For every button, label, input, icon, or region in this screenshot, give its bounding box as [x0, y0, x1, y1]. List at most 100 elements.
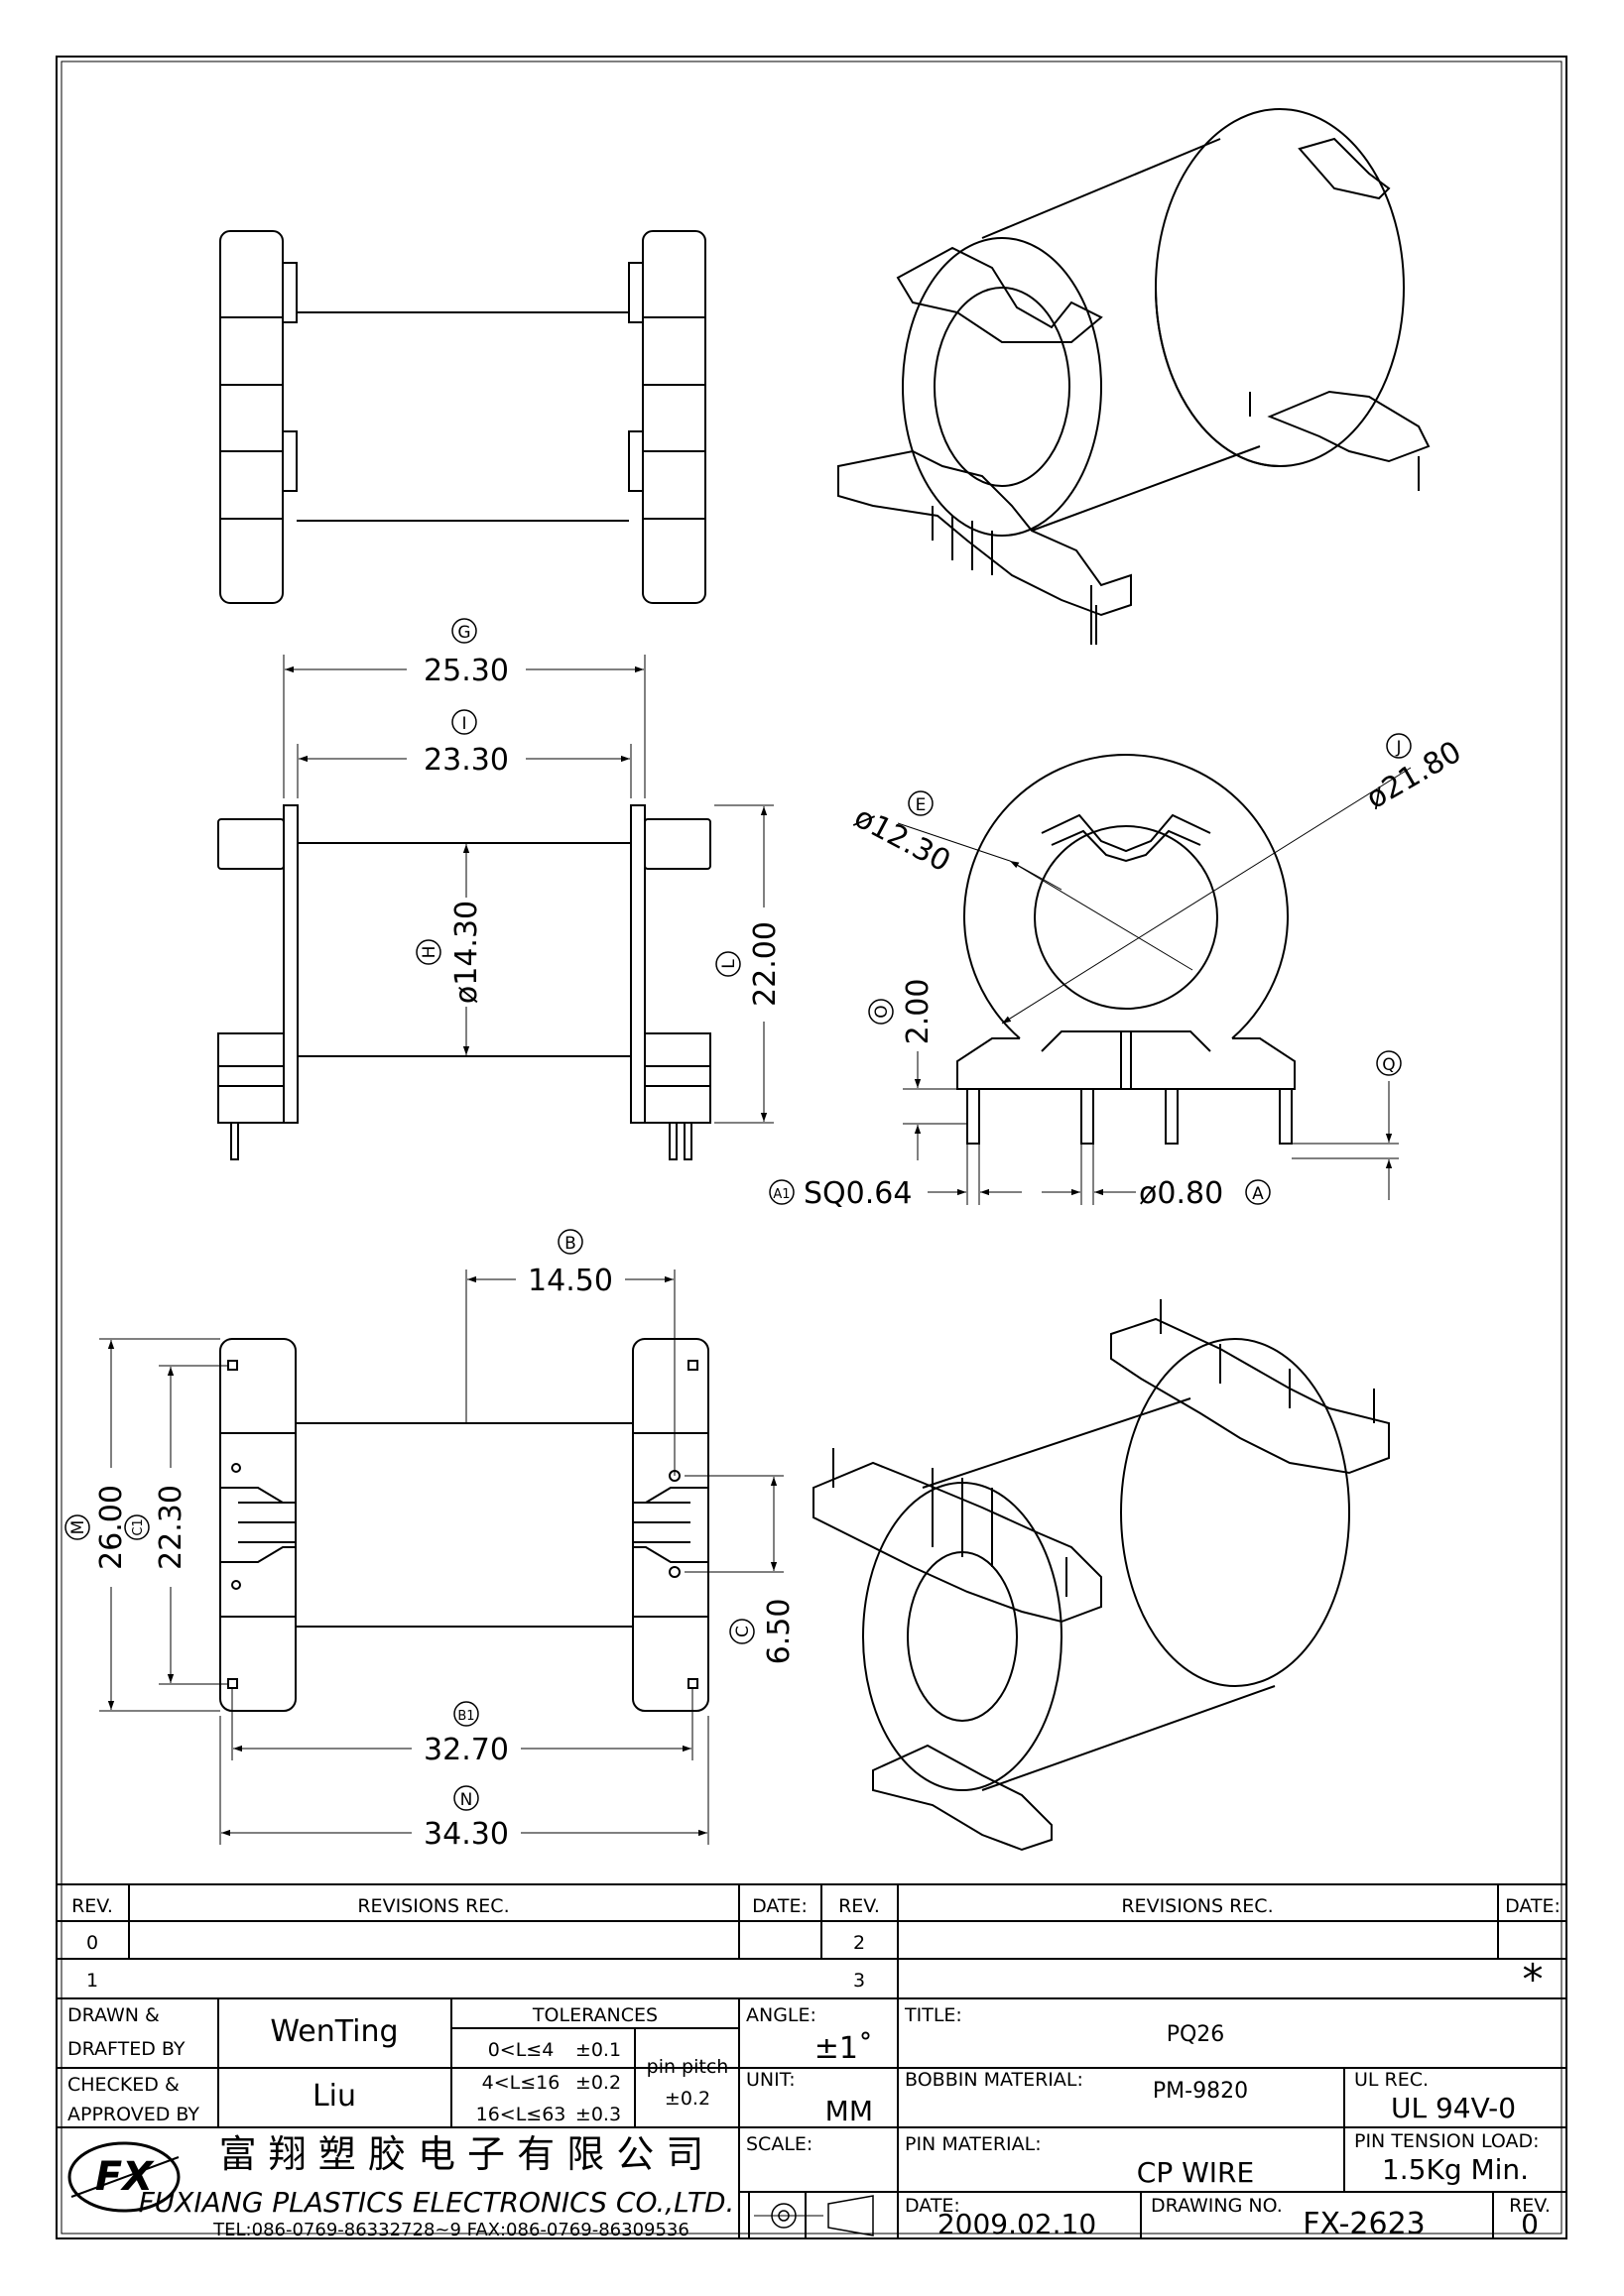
tol-range-2: 4<L≤16: [482, 2072, 561, 2094]
balloon-C1-label: C1: [131, 1518, 146, 1535]
dim-B-value: 14.50: [528, 1264, 613, 1298]
dim-M-C1: 26.00 M 22.30 C1: [64, 1338, 228, 1712]
balloon-I: [451, 709, 477, 735]
outer-border: [56, 56, 1567, 2239]
rev-row-3: 3: [853, 1970, 865, 1992]
balloon-E: [908, 790, 934, 816]
balloon-J: [1386, 733, 1412, 759]
front-view: [956, 754, 1296, 1145]
date-header-right: DATE:: [1505, 1895, 1561, 1917]
title-block-text: REV. REVISIONS REC. DATE: REV. REVISIONS…: [67, 1895, 1561, 2241]
unit-value: MM: [825, 2095, 873, 2127]
tol-range-3: 16<L≤63: [476, 2104, 566, 2125]
drawing-no-value: FX-2623: [1303, 2207, 1426, 2241]
balloon-B1-label: B1: [457, 1709, 474, 1724]
bobbin-material-value: PM-9820: [1153, 2079, 1248, 2104]
tol-value-3: ±0.3: [575, 2104, 621, 2125]
drawing-no-label: DRAWING NO.: [1151, 2195, 1283, 2217]
dim-B1-value: 32.70: [424, 1733, 509, 1767]
dim-J-value: ø21.80: [1360, 735, 1467, 816]
checked-label-1: CHECKED &: [67, 2074, 180, 2096]
rev-value: 0: [1521, 2208, 1539, 2240]
bobbin-material-label: BOBBIN MATERIAL:: [905, 2069, 1083, 2091]
drawn-by: WenTing: [270, 2014, 398, 2049]
top-view: [219, 230, 706, 604]
tol-range-1: 0<L≤4: [488, 2039, 555, 2061]
date-header-left: DATE:: [752, 1895, 808, 1917]
balloon-C-label: C: [733, 1626, 753, 1637]
tolerances-label: TOLERANCES: [532, 2004, 658, 2026]
revisions-header-left: REVISIONS REC.: [357, 1895, 509, 1917]
balloon-Q: [1376, 1050, 1402, 1076]
tol-value-1: ±0.1: [575, 2039, 621, 2061]
pin-pitch-tol: ±0.2: [665, 2088, 710, 2110]
dim-I: 23.30 I: [297, 709, 632, 798]
balloon-O: [868, 999, 894, 1025]
balloon-J-label: J: [1395, 738, 1401, 758]
balloon-H: [416, 939, 441, 965]
date-value: 2009.02.10: [937, 2208, 1096, 2240]
balloon-M: [64, 1514, 90, 1540]
balloon-A1-label: A1: [773, 1187, 790, 1202]
title-label: TITLE:: [904, 2004, 962, 2026]
side-view: [217, 804, 711, 1160]
dim-C: 6.50 C: [685, 1475, 797, 1665]
dim-G-value: 25.30: [424, 654, 509, 688]
unit-label: UNIT:: [746, 2069, 796, 2091]
checked-by: Liu: [312, 2079, 356, 2114]
dim-Q: Q: [1292, 1050, 1402, 1200]
revisions-header-right: REVISIONS REC.: [1121, 1895, 1273, 1917]
balloon-B1: [453, 1701, 479, 1727]
balloon-G: [451, 618, 477, 644]
dim-N: 34.30 N: [219, 1716, 709, 1852]
company-name-cn: 富 翔 塑 胶 电 子 有 限 公 司: [219, 2132, 704, 2176]
rev-row-2: 2: [853, 1932, 865, 1954]
pin-tension-label: PIN TENSION LOAD:: [1354, 2130, 1540, 2152]
ul-rec-value: UL 94V-0: [1391, 2092, 1516, 2124]
title-block: [57, 1883, 1566, 2238]
rev-row-1: 1: [86, 1970, 98, 1992]
angle-value: ±1˚: [814, 2031, 873, 2066]
balloon-A: [1245, 1179, 1271, 1205]
date-label: DATE:: [905, 2195, 960, 2217]
balloon-I-label: I: [461, 714, 466, 734]
balloon-H-label: H: [420, 946, 439, 959]
company-name-en: FUXIANG PLASTICS ELECTRONICS CO.,LTD.: [139, 2186, 735, 2219]
dim-O-value: 2.00: [901, 979, 936, 1045]
balloon-E-label: E: [916, 795, 927, 815]
balloon-A1: [769, 1179, 795, 1205]
rev-label: REV.: [1509, 2195, 1551, 2217]
rev-header-right: REV.: [838, 1895, 880, 1917]
dim-O: 2.00 O: [868, 979, 967, 1160]
asterisk-mark: *: [1523, 1955, 1544, 2003]
pin-tension-value: 1.5Kg Min.: [1382, 2153, 1529, 2186]
dim-B1: 32.70 B1: [231, 1688, 693, 1767]
dim-A1-A: A1 SQ0.64 ø0.80 A: [769, 1144, 1271, 1211]
balloon-B-label: B: [564, 1234, 576, 1254]
dim-M-value: 26.00: [94, 1485, 129, 1570]
dim-C-value: 6.50: [762, 1599, 797, 1665]
ul-rec-label: UL REC.: [1354, 2069, 1429, 2091]
dim-N-value: 34.30: [424, 1817, 509, 1852]
balloon-C: [729, 1619, 755, 1644]
drawn-label-2: DRAFTED BY: [67, 2038, 186, 2060]
isometric-view-upper: [837, 108, 1431, 645]
company-contact: TEL:086-0769-86332728~9 FAX:086-0769-863…: [212, 2220, 689, 2240]
balloon-M-label: M: [68, 1520, 88, 1535]
tol-value-2: ±0.2: [575, 2072, 621, 2094]
balloon-G-label: G: [457, 623, 470, 643]
checked-label-2: APPROVED BY: [67, 2104, 199, 2125]
balloon-B: [558, 1229, 583, 1255]
pin-material-value: CP WIRE: [1137, 2156, 1254, 2189]
dim-C1-value: 22.30: [154, 1485, 188, 1570]
rev-row-0: 0: [86, 1932, 98, 1954]
pin-pitch-label: pin pitch: [647, 2056, 729, 2078]
dim-A-value: ø0.80: [1139, 1176, 1223, 1211]
dim-I-value: 23.30: [424, 743, 509, 778]
title-value: PQ26: [1167, 2022, 1225, 2047]
dim-G: 25.30 G: [283, 618, 646, 798]
scale-label: SCALE:: [746, 2133, 812, 2155]
inner-border: [61, 60, 1562, 2235]
dim-E-J-diameters: ø12.30 E ø21.80 J: [848, 733, 1467, 1025]
balloon-L-label: L: [719, 959, 739, 969]
